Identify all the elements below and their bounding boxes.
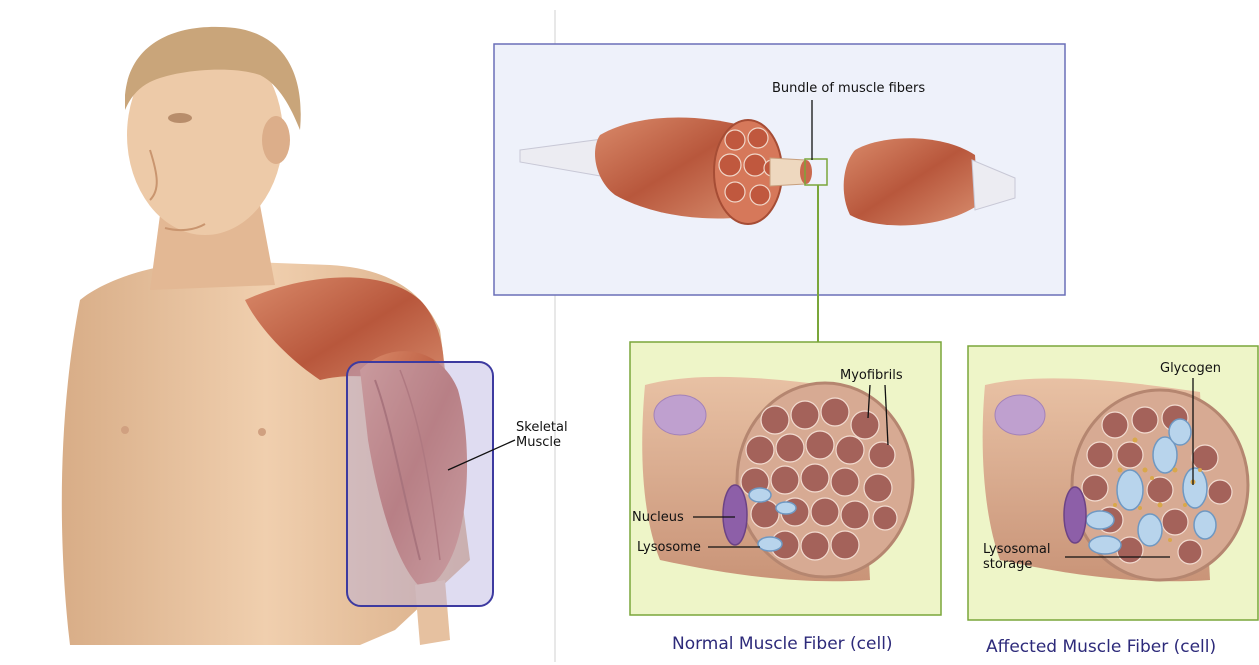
affected-fiber-panel [968, 346, 1258, 620]
label-skeletal-muscle: Skeletal Muscle [516, 420, 568, 450]
human-figure [62, 27, 515, 645]
label-skeletal-muscle-line2: Muscle [516, 435, 568, 450]
caption-affected-muscle-fiber: Affected Muscle Fiber (cell) [986, 637, 1216, 657]
label-skeletal-muscle-line1: Skeletal [516, 420, 568, 435]
label-bundle-of-muscle-fibers: Bundle of muscle fibers [772, 81, 925, 96]
label-myofibrils: Myofibrils [840, 368, 903, 383]
arm-highlight-box [347, 362, 493, 606]
label-glycogen: Glycogen [1160, 361, 1221, 376]
caption-normal-muscle-fiber: Normal Muscle Fiber (cell) [672, 634, 893, 654]
label-lysosomal-storage: Lysosomal storage [983, 542, 1050, 572]
label-nucleus: Nucleus [632, 510, 684, 525]
label-lysosomal-storage-line2: storage [983, 557, 1050, 572]
label-lysosome: Lysosome [637, 540, 701, 555]
label-lysosomal-storage-line1: Lysosomal [983, 542, 1050, 557]
